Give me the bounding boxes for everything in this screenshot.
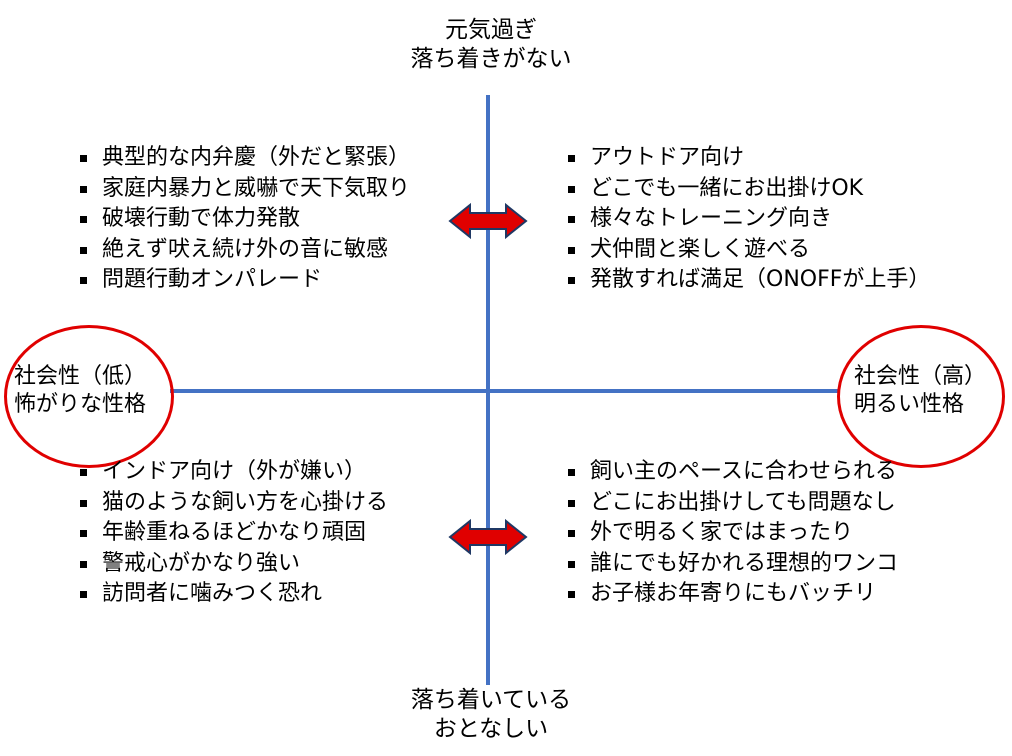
axis-label-left-line-2: 怖がりな性格 — [14, 392, 147, 417]
quadrant-bottom-left-list: インドア向け（外が嫌い） 猫のような飼い方を心掛ける 年齢重ねるほどかなり頑固 … — [80, 457, 388, 610]
double-arrow-icon — [448, 202, 528, 240]
quadrant-top-left-list: 典型的な内弁慶（外だと緊張） 家庭内暴力と威嚇で天下気取り 破壊行動で体力発散 … — [80, 143, 410, 296]
list-item: どこでも一緒にお出掛けOK — [568, 174, 930, 205]
axis-label-top-line-1: 元気過ぎ — [445, 17, 537, 43]
list-item: 訪問者に噛みつく恐れ — [80, 579, 388, 610]
list-item: 典型的な内弁慶（外だと緊張） — [80, 143, 410, 174]
axis-label-right-line-2: 明るい性格 — [854, 392, 965, 417]
axis-label-top-line-2: 落ち着きがない — [410, 46, 572, 72]
list-item: 問題行動オンパレード — [80, 265, 410, 296]
list-item: 誰にでも好かれる理想的ワンコ — [568, 549, 898, 580]
list-item: どこにお出掛けしても問題なし — [568, 488, 898, 519]
axis-label-right: 社会性（高） 明るい性格 — [854, 363, 986, 419]
list-item: 破壊行動で体力発散 — [80, 204, 410, 235]
list-item: 絶えず吠え続け外の音に敏感 — [80, 235, 410, 266]
double-arrow-icon — [448, 518, 528, 556]
axis-label-bottom-line-1: 落ち着いている — [410, 687, 572, 713]
list-item: お子様お年寄りにもバッチリ — [568, 579, 898, 610]
axis-label-left-line-1: 社会性（低） — [14, 364, 147, 389]
list-item: 飼い主のペースに合わせられる — [568, 457, 898, 488]
list-item: 警戒心がかなり強い — [80, 549, 388, 580]
list-item: 外で明るく家ではまったり — [568, 518, 898, 549]
list-item: 猫のような飼い方を心掛ける — [80, 488, 388, 519]
left-highlight-ellipse — [4, 325, 174, 468]
quadrant-top-right-list: アウトドア向け どこでも一緒にお出掛けOK 様々なトレーニング向き 犬仲間と楽し… — [568, 143, 930, 296]
horizontal-axis — [170, 389, 840, 393]
axis-label-bottom: 落ち着いている おとなしい — [391, 686, 591, 744]
quadrant-bottom-right-list: 飼い主のペースに合わせられる どこにお出掛けしても問題なし 外で明るく家ではまっ… — [568, 457, 898, 610]
axis-label-left: 社会性（低） 怖がりな性格 — [14, 363, 146, 419]
list-item: インドア向け（外が嫌い） — [80, 457, 388, 488]
axis-label-top: 元気過ぎ 落ち着きがない — [391, 16, 591, 74]
list-item: アウトドア向け — [568, 143, 930, 174]
list-item: 犬仲間と楽しく遊べる — [568, 235, 930, 266]
list-item: 発散すれば満足（ONOFFが上手） — [568, 265, 930, 296]
list-item: 年齢重ねるほどかなり頑固 — [80, 518, 388, 549]
list-item: 家庭内暴力と威嚇で天下気取り — [80, 174, 410, 205]
right-highlight-ellipse — [837, 325, 1005, 468]
list-item: 様々なトレーニング向き — [568, 204, 930, 235]
axis-label-right-line-1: 社会性（高） — [854, 364, 987, 389]
axis-label-bottom-line-2: おとなしい — [433, 716, 549, 742]
